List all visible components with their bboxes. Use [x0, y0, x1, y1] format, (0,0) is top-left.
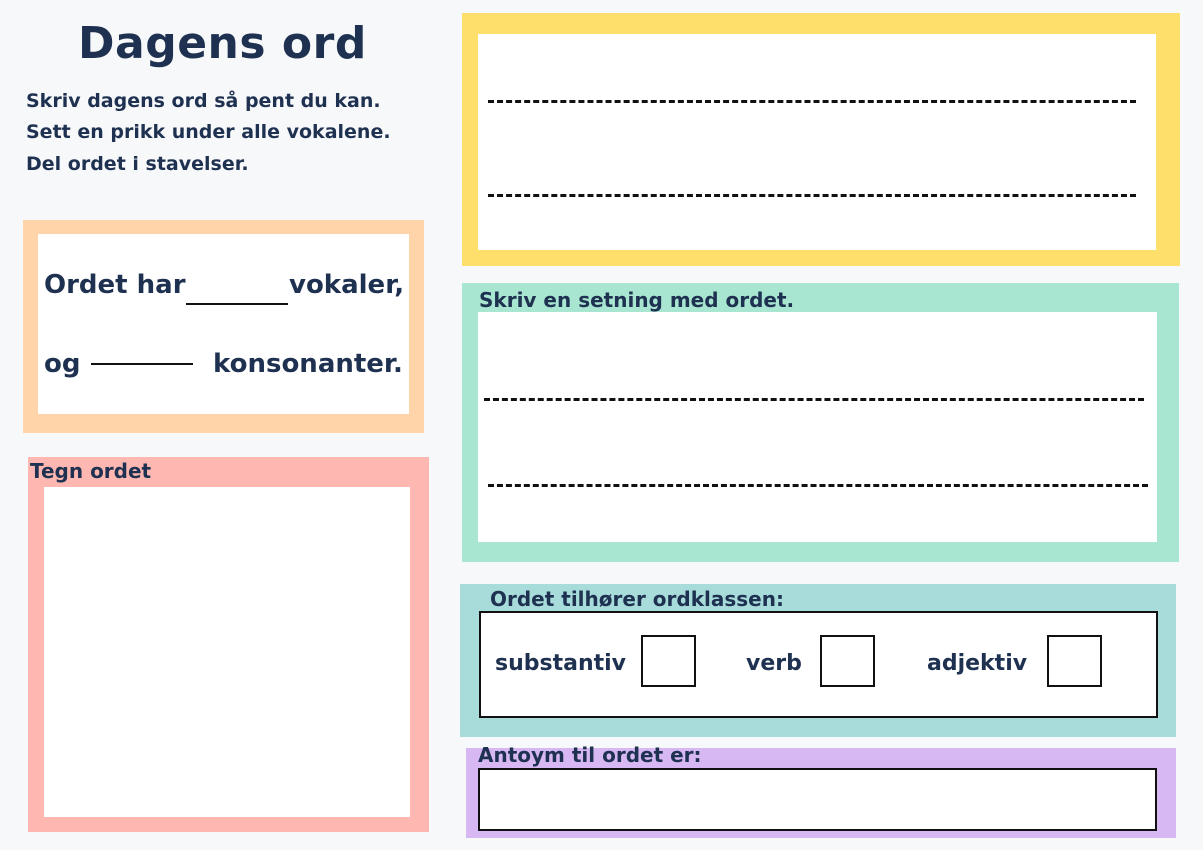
option-verb-label: verb: [746, 651, 802, 676]
draw-word-label: Tegn ordet: [30, 459, 152, 483]
instruction-line-1: Skriv dagens ord så pent du kan.: [26, 90, 381, 112]
draw-word-box: Tegn ordet: [28, 457, 429, 832]
sentence-line-2: [488, 484, 1148, 487]
vowel-count-prefix: Ordet har: [44, 270, 186, 300]
option-adjektiv-checkbox[interactable]: [1047, 635, 1102, 687]
writing-line-2: [488, 194, 1136, 197]
antonym-label: Antoym til ordet er:: [478, 743, 702, 767]
instruction-line-3: Del ordet i stavelser.: [26, 153, 249, 175]
option-verb-checkbox[interactable]: [820, 635, 875, 687]
word-class-box: Ordet tilhører ordklassen: substantiv ve…: [460, 584, 1176, 737]
consonant-count-prefix: og: [44, 349, 81, 379]
drawing-area[interactable]: [44, 487, 410, 817]
consonant-count-suffix: konsonanter.: [213, 349, 403, 379]
instruction-line-2: Sett en prikk under alle vokalene.: [26, 121, 391, 143]
sentence-area[interactable]: [478, 312, 1157, 542]
word-class-options: substantiv verb adjektiv: [479, 611, 1158, 718]
letter-count-area: Ordet har vokaler, og konsonanter.: [38, 234, 409, 414]
sentence-line-1: [484, 398, 1144, 401]
letter-count-box: Ordet har vokaler, og konsonanter.: [23, 220, 424, 433]
option-adjektiv-label: adjektiv: [927, 651, 1028, 676]
vowel-count-blank[interactable]: [186, 303, 288, 305]
page-title: Dagens ord: [78, 18, 367, 69]
option-substantiv-label: substantiv: [495, 651, 627, 676]
antonym-input-area[interactable]: [478, 768, 1157, 831]
writing-line-1: [488, 100, 1136, 103]
option-substantiv-checkbox[interactable]: [641, 635, 696, 687]
write-word-area[interactable]: [478, 34, 1156, 250]
antonym-box: Antoym til ordet er:: [466, 743, 1176, 838]
sentence-box: Skriv en setning med ordet.: [462, 283, 1179, 562]
sentence-label: Skriv en setning med ordet.: [479, 288, 795, 312]
word-class-label: Ordet tilhører ordklassen:: [490, 587, 784, 611]
write-word-box: [462, 13, 1180, 266]
consonant-count-blank[interactable]: [91, 363, 193, 365]
vowel-count-suffix: vokaler,: [289, 270, 405, 300]
